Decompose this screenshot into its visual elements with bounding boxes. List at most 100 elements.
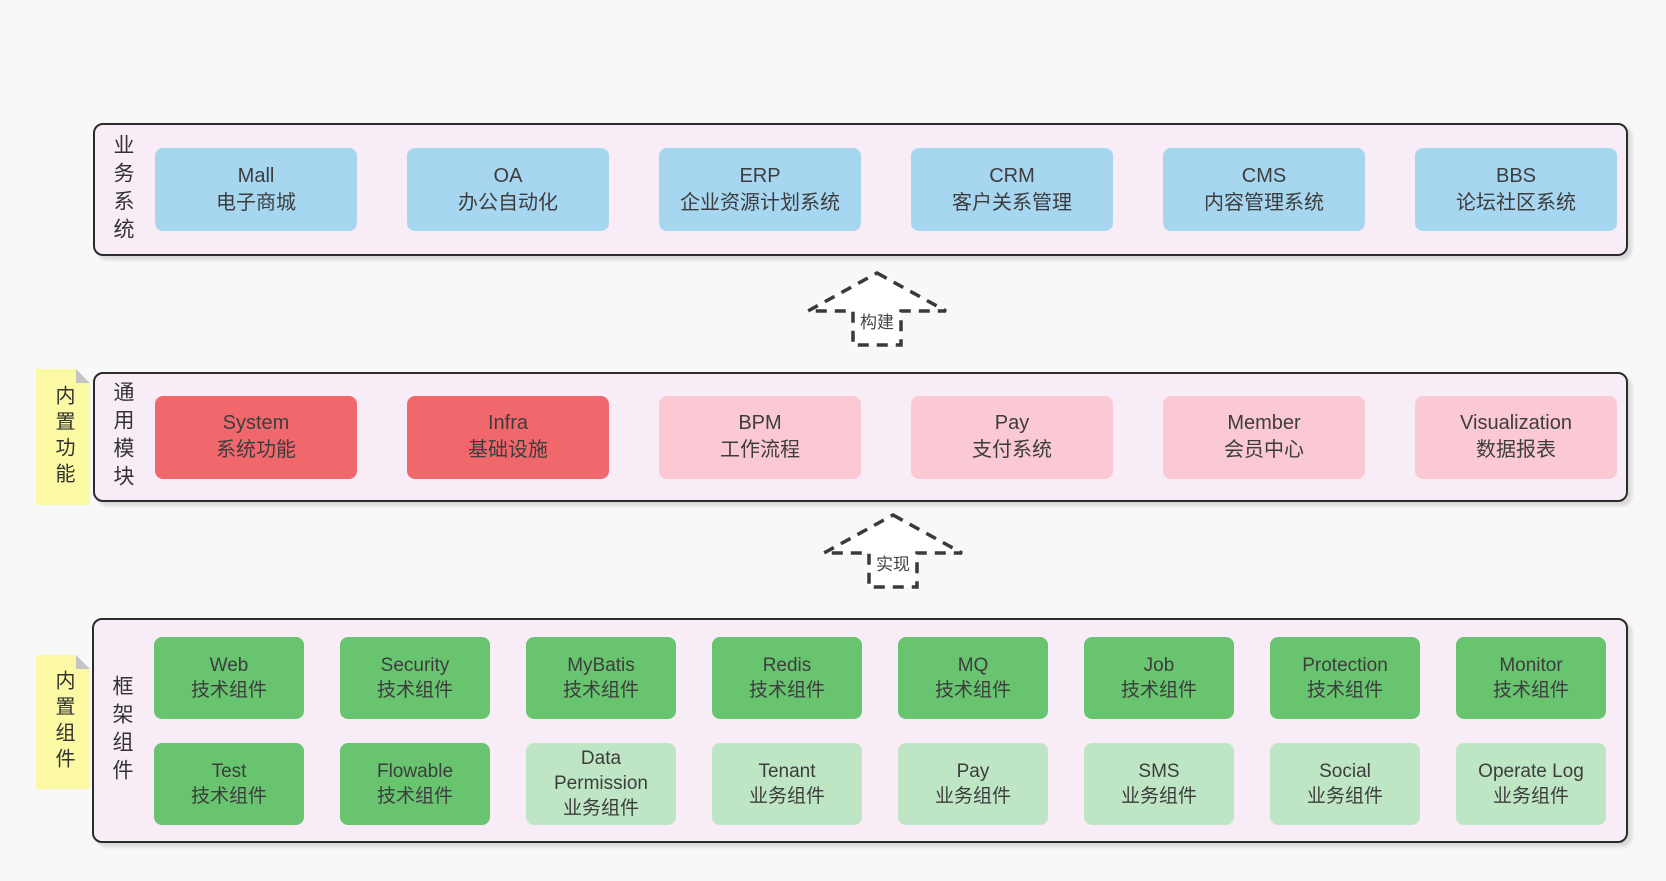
operate-log-box-title: Operate Log xyxy=(1478,760,1584,782)
monitor-box-subtitle: 技术组件 xyxy=(1492,679,1569,701)
social-box: Social 业务组件 xyxy=(1270,742,1420,825)
data-permission-box: Data Permission 业务组件 xyxy=(526,742,676,825)
cms-box-title: CMS xyxy=(1241,164,1287,187)
mq-box: MQ 技术组件 xyxy=(898,636,1048,719)
web-box-subtitle: 技术组件 xyxy=(190,679,267,701)
visualization-box: Visualization 数据报表 xyxy=(1415,395,1617,479)
framework-components-label: 框架组件 xyxy=(110,674,133,787)
biz-components-row: Test 技术组件 Flowable 技术组件 Data Permission … xyxy=(154,742,1606,825)
web-box-title: Web xyxy=(209,654,249,676)
job-box-subtitle: 技术组件 xyxy=(1120,679,1197,701)
operate-log-box-subtitle: 业务组件 xyxy=(1492,785,1569,807)
erp-box: ERP 企业资源计划系统 xyxy=(659,148,861,231)
protection-box-title: Protection xyxy=(1302,654,1388,676)
redis-box-subtitle: 技术组件 xyxy=(748,679,825,701)
oa-box-subtitle: 办公自动化 xyxy=(458,191,558,214)
system-box: System 系统功能 xyxy=(155,395,357,479)
test-box: Test 技术组件 xyxy=(154,742,304,825)
protection-box: Protection 技术组件 xyxy=(1270,636,1420,719)
implement-arrow-label: 实现 xyxy=(873,550,913,575)
mq-box-subtitle: 技术组件 xyxy=(934,679,1011,701)
business-systems-row: Mall 电子商城 OA 办公自动化 ERP 企业资源计划系统 CRM 客户关系… xyxy=(155,148,1617,231)
monitor-box-title: Monitor xyxy=(1499,654,1563,676)
tech-components-row: Web 技术组件 Security 技术组件 MyBatis 技术组件 Redi… xyxy=(154,636,1606,719)
built-in-components-label: 内置组件 xyxy=(52,670,74,774)
pay-component-box-subtitle: 业务组件 xyxy=(934,785,1011,807)
common-modules-row: System 系统功能 Infra 基础设施 BPM 工作流程 Pay 支付系统… xyxy=(155,395,1617,479)
redis-box-title: Redis xyxy=(762,654,812,676)
build-arrow: 构建 xyxy=(804,270,950,348)
tenant-box-subtitle: 业务组件 xyxy=(748,785,825,807)
crm-box: CRM 客户关系管理 xyxy=(911,148,1113,231)
social-box-title: Social xyxy=(1319,760,1371,782)
mall-box-subtitle: 电子商城 xyxy=(216,191,296,214)
erp-box-subtitle: 企业资源计划系统 xyxy=(680,191,840,214)
test-box-subtitle: 技术组件 xyxy=(190,785,267,807)
pay-module-box-subtitle: 支付系统 xyxy=(972,439,1052,461)
pay-module-box: Pay 支付系统 xyxy=(911,395,1113,479)
security-box-title: Security xyxy=(380,654,450,676)
build-arrow-label: 构建 xyxy=(857,308,897,333)
data-permission-box-title: Data Permission xyxy=(554,748,648,794)
security-box: Security 技术组件 xyxy=(340,636,490,719)
sms-box: SMS 业务组件 xyxy=(1084,742,1234,825)
flowable-box-title: Flowable xyxy=(376,760,454,782)
social-box-subtitle: 业务组件 xyxy=(1306,785,1383,807)
implement-arrow: 实现 xyxy=(820,512,966,590)
flowable-box-subtitle: 技术组件 xyxy=(376,785,453,807)
job-box: Job 技术组件 xyxy=(1084,636,1234,719)
mybatis-box-subtitle: 技术组件 xyxy=(562,679,639,701)
folded-corner-icon xyxy=(76,655,90,669)
bbs-box: BBS 论坛社区系统 xyxy=(1415,148,1617,231)
flowable-box: Flowable 技术组件 xyxy=(340,742,490,825)
pay-module-box-title: Pay xyxy=(994,412,1030,434)
oa-box: OA 办公自动化 xyxy=(407,148,609,231)
business-systems-label: 业务系统 xyxy=(111,133,134,246)
pay-component-box-title: Pay xyxy=(956,760,990,782)
bbs-box-subtitle: 论坛社区系统 xyxy=(1456,191,1576,214)
infra-box-subtitle: 基础设施 xyxy=(468,439,548,461)
member-box-subtitle: 会员中心 xyxy=(1224,439,1304,461)
data-permission-box-subtitle: 业务组件 xyxy=(562,798,639,819)
sms-box-title: SMS xyxy=(1138,760,1180,782)
member-box: Member 会员中心 xyxy=(1163,395,1365,479)
crm-box-subtitle: 客户关系管理 xyxy=(952,191,1072,214)
tenant-box: Tenant 业务组件 xyxy=(712,742,862,825)
mall-box: Mall 电子商城 xyxy=(155,148,357,231)
infra-box: Infra 基础设施 xyxy=(407,395,609,479)
bpm-box-subtitle: 工作流程 xyxy=(720,439,800,461)
erp-box-title: ERP xyxy=(739,164,781,187)
member-box-title: Member xyxy=(1227,412,1301,434)
bpm-box-title: BPM xyxy=(738,412,782,434)
folded-corner-icon xyxy=(76,369,90,383)
common-modules-label: 通用模块 xyxy=(111,381,134,493)
visualization-box-title: Visualization xyxy=(1460,412,1572,434)
common-modules-panel: 通用模块 System 系统功能 Infra 基础设施 BPM 工作流程 Pay… xyxy=(93,372,1628,502)
bbs-box-title: BBS xyxy=(1495,164,1537,187)
infra-box-title: Infra xyxy=(487,412,529,434)
crm-box-title: CRM xyxy=(989,164,1035,187)
operate-log-box: Operate Log 业务组件 xyxy=(1456,742,1606,825)
cms-box: CMS 内容管理系统 xyxy=(1163,148,1365,231)
job-box-title: Job xyxy=(1143,654,1175,676)
protection-box-subtitle: 技术组件 xyxy=(1306,679,1383,701)
mall-box-title: Mall xyxy=(237,164,275,187)
monitor-box: Monitor 技术组件 xyxy=(1456,636,1606,719)
oa-box-title: OA xyxy=(493,164,523,187)
framework-components-rows: Web 技术组件 Security 技术组件 MyBatis 技术组件 Redi… xyxy=(154,636,1606,825)
sms-box-subtitle: 业务组件 xyxy=(1120,785,1197,807)
bpm-box: BPM 工作流程 xyxy=(659,395,861,479)
built-in-features-sticky: 内置功能 xyxy=(36,369,90,505)
framework-components-panel: 框架组件 Web 技术组件 Security 技术组件 MyBatis 技术组件… xyxy=(92,618,1628,843)
mybatis-box-title: MyBatis xyxy=(567,654,635,676)
mybatis-box: MyBatis 技术组件 xyxy=(526,636,676,719)
mq-box-title: MQ xyxy=(957,654,989,676)
pay-component-box: Pay 业务组件 xyxy=(898,742,1048,825)
visualization-box-subtitle: 数据报表 xyxy=(1476,439,1556,461)
cms-box-subtitle: 内容管理系统 xyxy=(1204,191,1324,214)
system-box-subtitle: 系统功能 xyxy=(216,439,296,461)
security-box-subtitle: 技术组件 xyxy=(376,679,453,701)
built-in-features-label: 内置功能 xyxy=(52,385,74,489)
web-box: Web 技术组件 xyxy=(154,636,304,719)
